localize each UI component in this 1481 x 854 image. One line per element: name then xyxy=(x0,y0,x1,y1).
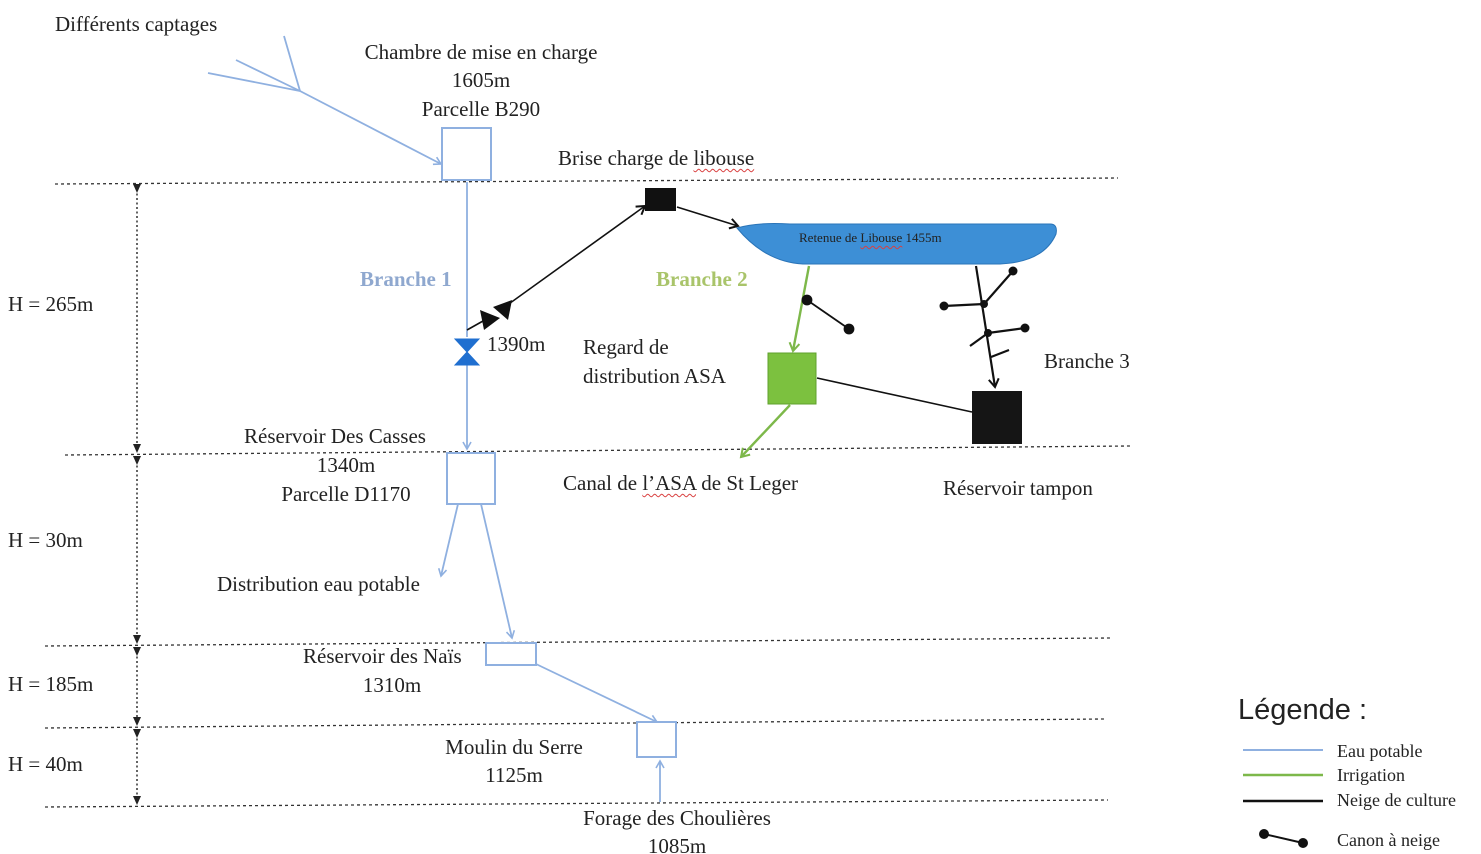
regard-label-line1: Regard de xyxy=(583,335,669,359)
branche3-label: Branche 3 xyxy=(1044,349,1130,373)
legend-item-canon: Canon à neige xyxy=(1337,830,1440,850)
casses-label-line3: Parcelle D1170 xyxy=(281,482,411,506)
legend-title: Légende : xyxy=(1238,694,1368,726)
distribution-label: Distribution eau potable xyxy=(217,572,420,596)
retenue-libouse-basin xyxy=(736,223,1057,265)
neige-network xyxy=(466,204,973,413)
level-lines xyxy=(44,177,1131,808)
legend-item-eau-potable: Eau potable xyxy=(1337,741,1423,761)
moulin-label-line1: Moulin du Serre xyxy=(445,735,583,759)
height-label-3: H = 185m xyxy=(8,672,94,696)
legend-item-neige: Neige de culture xyxy=(1337,790,1456,810)
branche3-tree xyxy=(943,265,1026,389)
chambre-label-line1: Chambre de mise en charge xyxy=(364,40,598,64)
height-label-2: H = 30m xyxy=(8,528,83,552)
neige-valve-icon xyxy=(480,300,512,330)
reservoir-tampon-box xyxy=(972,391,1022,444)
regard-label-line2: distribution ASA xyxy=(583,364,726,388)
retenue-label: Retenue de Libouse 1455m xyxy=(799,231,942,244)
forage-label-line2: 1085m xyxy=(647,834,707,854)
moulin-label-line2: 1125m xyxy=(485,763,543,787)
brise-charge-prefix: Brise charge de xyxy=(558,146,694,170)
brise-charge-name: libouse xyxy=(693,146,755,170)
branche1-label: Branche 1 xyxy=(360,267,452,291)
nais-label-line1: Réservoir des Naïs xyxy=(303,644,462,668)
height-label-4: H = 40m xyxy=(8,752,83,776)
branche3-cannon-dots xyxy=(939,266,1030,337)
reservoir-casses-box xyxy=(446,452,496,505)
brise-charge-box xyxy=(645,188,676,211)
canal-suffix: de St Leger xyxy=(696,471,799,495)
canal-label: Canal de l’ASA de St Leger xyxy=(563,473,798,494)
forage-label-line1: Forage des Choulières xyxy=(583,806,771,830)
eau-potable-network xyxy=(437,182,665,802)
regard-distribution-asa-box xyxy=(767,352,817,405)
irrigation-network xyxy=(739,265,811,459)
legend-canon-line xyxy=(1263,833,1304,844)
valve-icon xyxy=(453,338,481,366)
reservoir-nais-box xyxy=(485,642,537,666)
branche2-label: Branche 2 xyxy=(656,267,748,291)
legend-item-irrigation: Irrigation xyxy=(1337,765,1405,785)
legend-samples xyxy=(1243,749,1323,848)
canal-prefix: Canal de xyxy=(563,471,643,495)
brise-charge-label: Brise charge de libouse xyxy=(558,148,754,169)
chambre-mise-en-charge-box xyxy=(441,127,492,181)
casses-label-line1: Réservoir Des Casses xyxy=(244,424,426,448)
snow-cannon-1 xyxy=(801,294,855,335)
chambre-label-line2: 1605m xyxy=(451,68,511,92)
chambre-label-line3: Parcelle B290 xyxy=(421,97,541,121)
nais-label-line2: 1310m xyxy=(362,673,422,697)
canal-name: l’ASA xyxy=(642,471,696,495)
captages-label: Différents captages xyxy=(55,12,218,36)
captages-fork xyxy=(207,35,443,166)
casses-label-line2: 1340m xyxy=(316,453,376,477)
moulin-serre-box xyxy=(636,721,677,758)
tampon-label: Réservoir tampon xyxy=(943,476,1093,500)
retenue-prefix: Retenue de xyxy=(799,230,861,245)
height-label-1: H = 265m xyxy=(8,292,94,316)
valve-altitude-label: 1390m xyxy=(487,332,546,356)
retenue-suffix: 1455m xyxy=(902,230,942,245)
retenue-name: Libouse xyxy=(860,230,903,245)
reservoirs xyxy=(441,127,677,758)
